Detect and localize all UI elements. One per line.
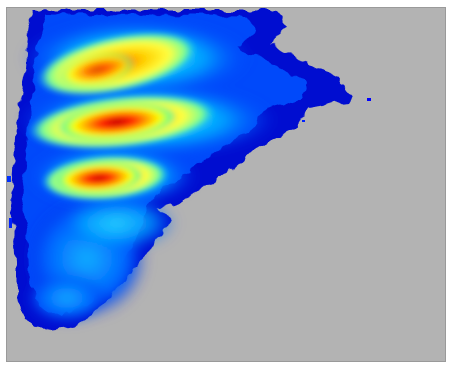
intensity-map-canvas [7,8,445,361]
light-blue-body [27,195,177,322]
hotspot-lower [41,155,169,201]
hotspot-middle [27,94,217,150]
upper-band [36,31,198,97]
intensity-map [6,7,446,362]
detached-specks [7,98,371,228]
